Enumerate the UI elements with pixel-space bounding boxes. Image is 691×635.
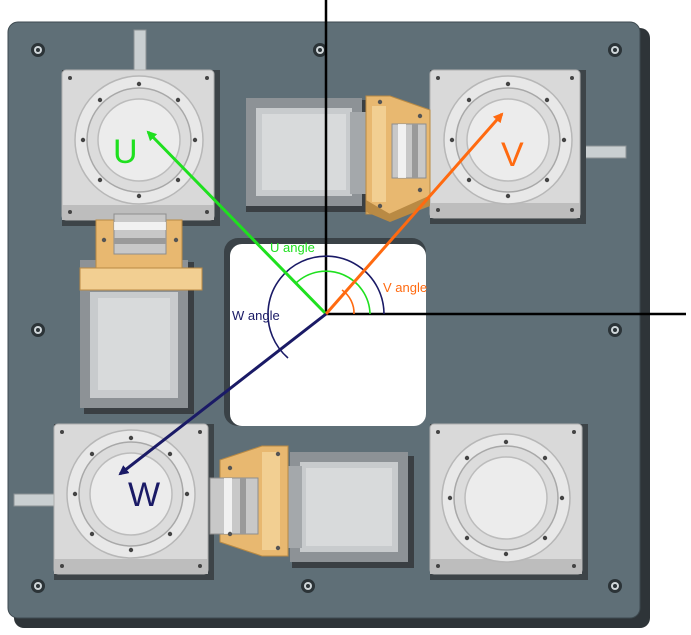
v-vector-arrow <box>324 112 504 315</box>
housing-top-right <box>429 69 627 224</box>
u-label: U <box>113 133 138 171</box>
direction-vectors <box>118 112 504 476</box>
u-angle-label: U angle <box>270 240 315 255</box>
u-angle-arc <box>295 270 371 315</box>
angle-arcs <box>267 255 385 359</box>
w-label: W <box>128 476 160 514</box>
motor-bottom <box>209 445 414 568</box>
housing-bottom-right <box>429 423 588 580</box>
screw-holes <box>31 43 622 593</box>
housing-top-left <box>61 29 220 226</box>
v-angle-label: V angle <box>383 280 427 295</box>
motor-top <box>246 95 431 222</box>
v-angle-arc <box>341 289 355 315</box>
u-vector-arrow <box>146 130 328 316</box>
housing-bottom-left <box>13 423 214 580</box>
w-angle-arc <box>267 255 385 359</box>
w-angle-label: W angle <box>232 308 280 323</box>
v-label: V <box>501 136 524 174</box>
w-vector-arrow <box>118 312 327 476</box>
motor-left <box>79 213 203 414</box>
axes <box>324 0 686 316</box>
